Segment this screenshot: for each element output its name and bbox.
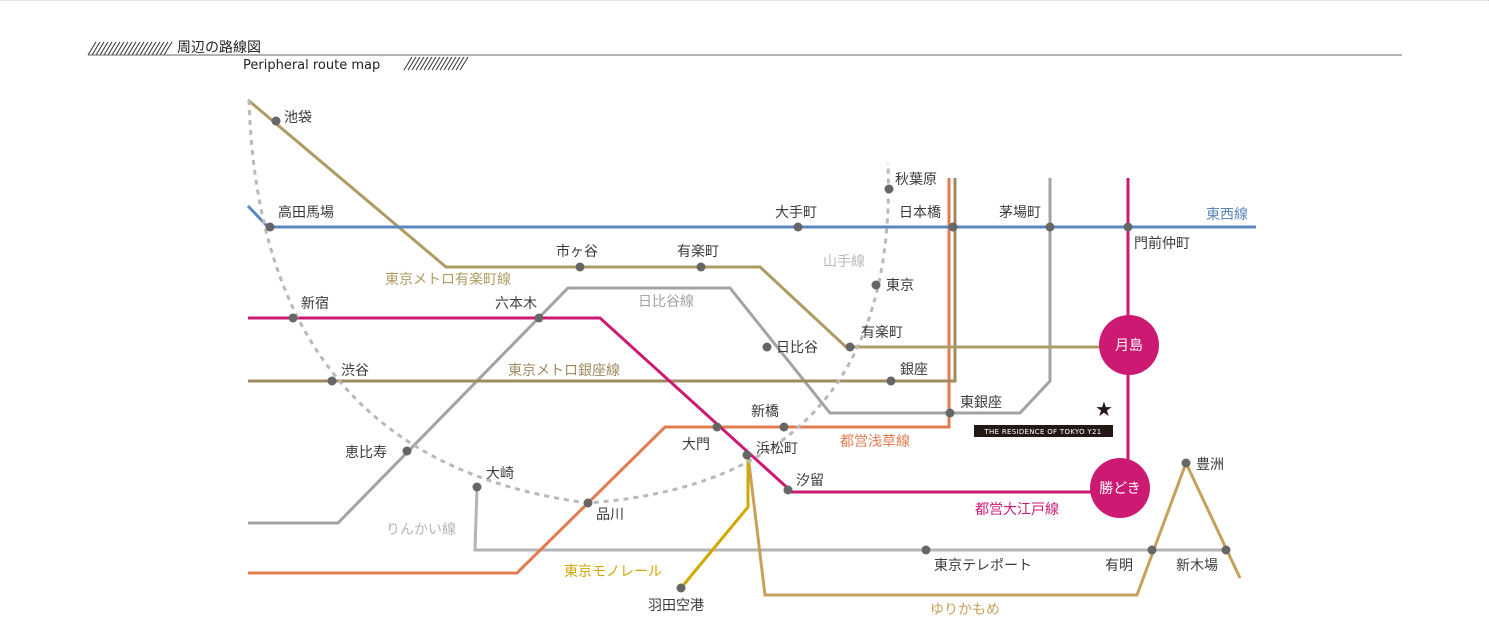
station-dot-shimbashi	[779, 422, 789, 432]
line-rinkai	[473, 486, 1230, 552]
station-label-yurakucho-mid: 有楽町	[861, 325, 903, 341]
line-monorail	[679, 455, 750, 589]
line-label-hibiya: 日比谷線	[638, 294, 694, 310]
station-label-tsukishima: 月島	[1115, 338, 1143, 354]
station-dot-hamamatsucho	[742, 450, 752, 460]
station-dot-ebisu	[402, 446, 412, 456]
line-label-ginza: 東京メトロ銀座線	[508, 363, 620, 379]
station-label-ikebukuro: 池袋	[284, 110, 312, 126]
station-dot-shinjuku	[288, 313, 298, 323]
station-dot-roppongi	[534, 313, 544, 323]
station-dot-shinagawa	[583, 498, 593, 508]
station-dot-otemachi	[793, 222, 803, 232]
station-dot-haneda	[676, 583, 686, 593]
station-dot-shinkiba	[1221, 545, 1231, 555]
station-dot-ginza	[886, 376, 896, 386]
station-label-shinkiba: 新木場	[1176, 558, 1218, 574]
station-dot-toyosu	[1181, 458, 1191, 468]
station-label-shimbashi: 新橋	[751, 404, 779, 420]
station-label-ebisu: 恵比寿	[345, 444, 387, 461]
station-label-ginza: 銀座	[900, 362, 928, 378]
property-label: THE RESIDENCE OF TOKYO Y21	[983, 428, 1101, 436]
line-label-oedo: 都営大江戸線	[975, 502, 1059, 518]
property-label-box	[974, 425, 1113, 437]
station-label-shinjuku: 新宿	[301, 295, 329, 312]
station-circle-kachidoki	[1090, 458, 1150, 518]
line-label-yurakucho: 東京メトロ有楽町線	[385, 272, 511, 288]
line-label-asakusa: 都営浅草線	[840, 434, 910, 450]
station-dot-takadanobaba	[265, 222, 275, 232]
station-dots	[265, 116, 1231, 593]
station-label-ariake: 有明	[1105, 558, 1133, 574]
line-ginza	[248, 178, 957, 383]
station-label-yurakucho-top: 有楽町	[677, 244, 719, 260]
line-tozai	[246, 204, 1256, 229]
top-dotted-rule	[0, 0, 1489, 1]
station-dot-akihabara	[884, 184, 894, 194]
header-hatch-left	[87, 41, 173, 56]
station-label-otemachi: 大手町	[775, 205, 817, 221]
station-label-takadanobaba: 高田馬場	[278, 204, 334, 221]
station-label-tokyo-teleport: 東京テレポート	[934, 558, 1032, 574]
station-label-kachidoki: 勝どき	[1099, 481, 1141, 497]
station-label-nihonbashi: 日本橋	[899, 205, 941, 221]
property-star-icon: ★	[1095, 397, 1113, 421]
station-label-toyosu: 豊洲	[1196, 457, 1224, 473]
line-oedo	[248, 316, 1120, 494]
station-label-akihabara: 秋葉原	[895, 172, 937, 188]
station-dot-yurakucho-top	[696, 262, 706, 272]
line-label-yurikamome: ゆりかもめ	[930, 602, 1000, 618]
station-label-monzennakacho: 門前仲町	[1134, 235, 1190, 252]
line-yurikamome	[746, 454, 1242, 597]
station-label-shibuya: 渋谷	[341, 363, 369, 379]
title-en: Peripheral route map	[243, 58, 380, 73]
line-asakusa	[248, 178, 951, 575]
station-label-ichigaya: 市ヶ谷	[556, 243, 598, 260]
line-label-rinkai: りんかい線	[386, 522, 456, 538]
station-dot-ariake	[1147, 545, 1157, 555]
line-label-yamanote: 山手線	[823, 254, 865, 270]
station-dot-tokyo	[871, 280, 881, 290]
station-label-shiodome: 汐留	[796, 473, 824, 489]
station-dot-osaki	[472, 482, 482, 492]
station-dot-ichigaya	[575, 262, 585, 272]
station-label-hibiya: 日比谷	[776, 340, 818, 356]
station-label-tokyo: 東京	[886, 278, 914, 294]
station-dot-shibuya	[327, 376, 337, 386]
station-dot-tokyo-teleport	[921, 545, 931, 555]
station-label-kayabacho: 茅場町	[999, 205, 1041, 221]
station-label-daimon: 大門	[682, 437, 710, 453]
station-label-osaki: 大崎	[486, 466, 514, 482]
header-hatch-right	[403, 56, 469, 71]
station-dot-higashiginza	[945, 408, 955, 418]
line-yurakucho	[247, 98, 1120, 349]
station-dot-shiodome	[783, 485, 793, 495]
station-dot-monzennakacho	[1123, 222, 1133, 232]
station-dot-ikebukuro	[271, 116, 281, 126]
station-dot-daimon	[712, 422, 722, 432]
station-label-roppongi: 六本木	[495, 296, 537, 312]
line-hibiya	[248, 178, 1052, 525]
station-dot-kayabacho	[1045, 222, 1055, 232]
station-label-shinagawa: 品川	[596, 507, 624, 523]
station-circle-tsukishima	[1099, 315, 1159, 375]
station-dot-nihonbashi	[948, 222, 958, 232]
station-label-higashiginza: 東銀座	[960, 395, 1002, 411]
title-jp: 周辺の路線図	[177, 40, 261, 56]
line-label-tozai: 東西線	[1206, 207, 1248, 223]
station-label-haneda: 羽田空港	[648, 598, 704, 614]
station-label-hamamatsucho: 浜松町	[756, 441, 798, 457]
line-label-monorail: 東京モノレール	[564, 564, 662, 580]
station-dot-hibiya	[762, 342, 772, 352]
station-dot-yurakucho-mid	[845, 342, 855, 352]
